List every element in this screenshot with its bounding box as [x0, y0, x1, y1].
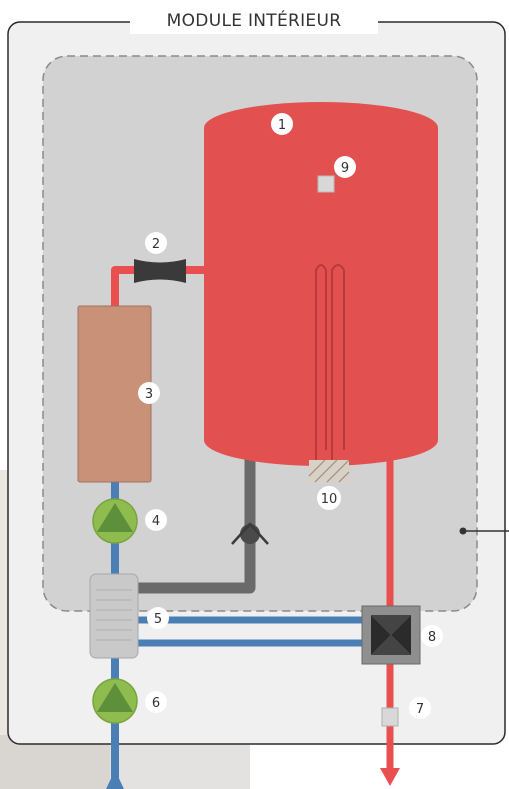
marker-7: 7	[409, 697, 431, 719]
heater-base-hatch	[308, 459, 350, 483]
sensor-9	[317, 175, 335, 193]
pump-6	[92, 678, 138, 724]
marker-3: 3	[138, 382, 160, 404]
marker-2: 2	[145, 232, 167, 254]
cold-inlet-arrow	[106, 770, 124, 789]
marker-1: 1	[271, 113, 293, 135]
hot-outlet-arrow	[380, 768, 400, 786]
marker-5: 5	[147, 607, 169, 629]
immersion-heater	[315, 264, 345, 460]
marker-9: 9	[334, 156, 356, 178]
connector-2	[134, 259, 186, 283]
callout-pointer	[459, 527, 509, 535]
mixer-5	[89, 573, 139, 659]
marker-8: 8	[421, 625, 443, 647]
svg-text:3: 3	[145, 387, 153, 402]
svg-text:1: 1	[278, 118, 286, 133]
svg-text:6: 6	[152, 696, 160, 711]
check-valve	[231, 522, 269, 545]
svg-text:7: 7	[416, 702, 424, 717]
svg-text:9: 9	[341, 161, 349, 176]
svg-text:10: 10	[321, 492, 338, 507]
valve-8	[361, 605, 421, 665]
pump-4	[92, 498, 138, 544]
module-title: MODULE INTÉRIEUR	[130, 8, 378, 34]
svg-text:8: 8	[428, 630, 436, 645]
svg-text:4: 4	[152, 514, 160, 529]
svg-text:2: 2	[152, 237, 160, 252]
sensor-7	[381, 707, 399, 727]
marker-6: 6	[145, 691, 167, 713]
grey-pipe	[130, 450, 256, 594]
marker-4: 4	[145, 509, 167, 531]
storage-tank	[204, 102, 438, 466]
marker-10: 10	[317, 486, 341, 510]
svg-text:5: 5	[154, 612, 162, 627]
